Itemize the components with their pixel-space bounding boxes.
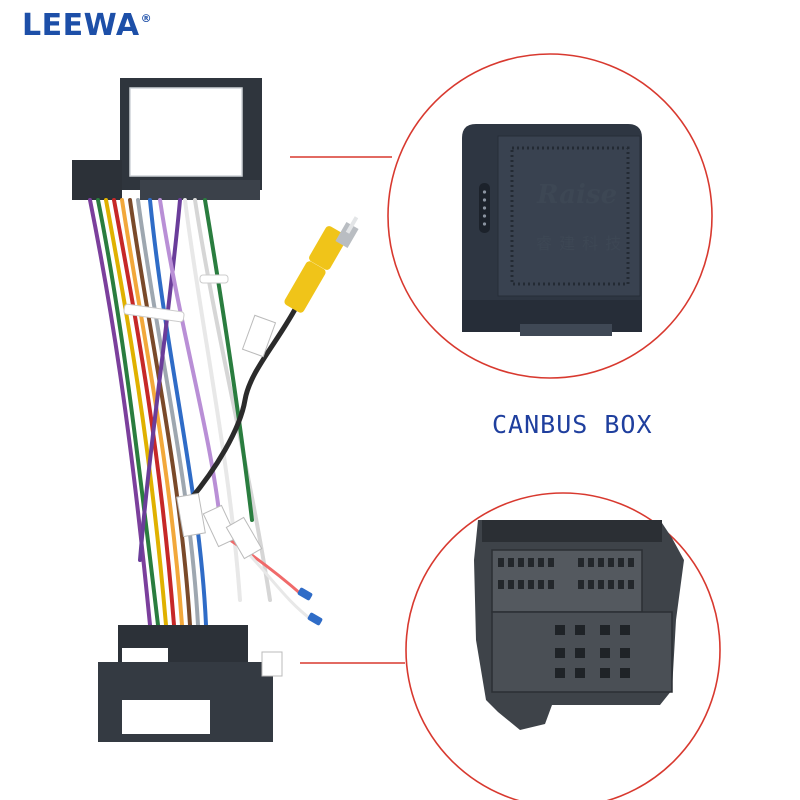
box-chinese-text: 睿 建 科 技	[536, 234, 623, 253]
connector-photo	[474, 520, 684, 730]
wiring-harness-photo	[72, 78, 323, 742]
canbus-box-photo	[462, 124, 642, 336]
rca-plug-photo	[284, 216, 359, 313]
brand-logo: LEEWA®	[22, 8, 152, 43]
product-caption: CANBUS BOX	[492, 410, 653, 439]
brand-name: LEEWA	[22, 8, 140, 43]
box-logo-text: Raise	[537, 180, 618, 210]
registered-mark: ®	[140, 12, 153, 25]
